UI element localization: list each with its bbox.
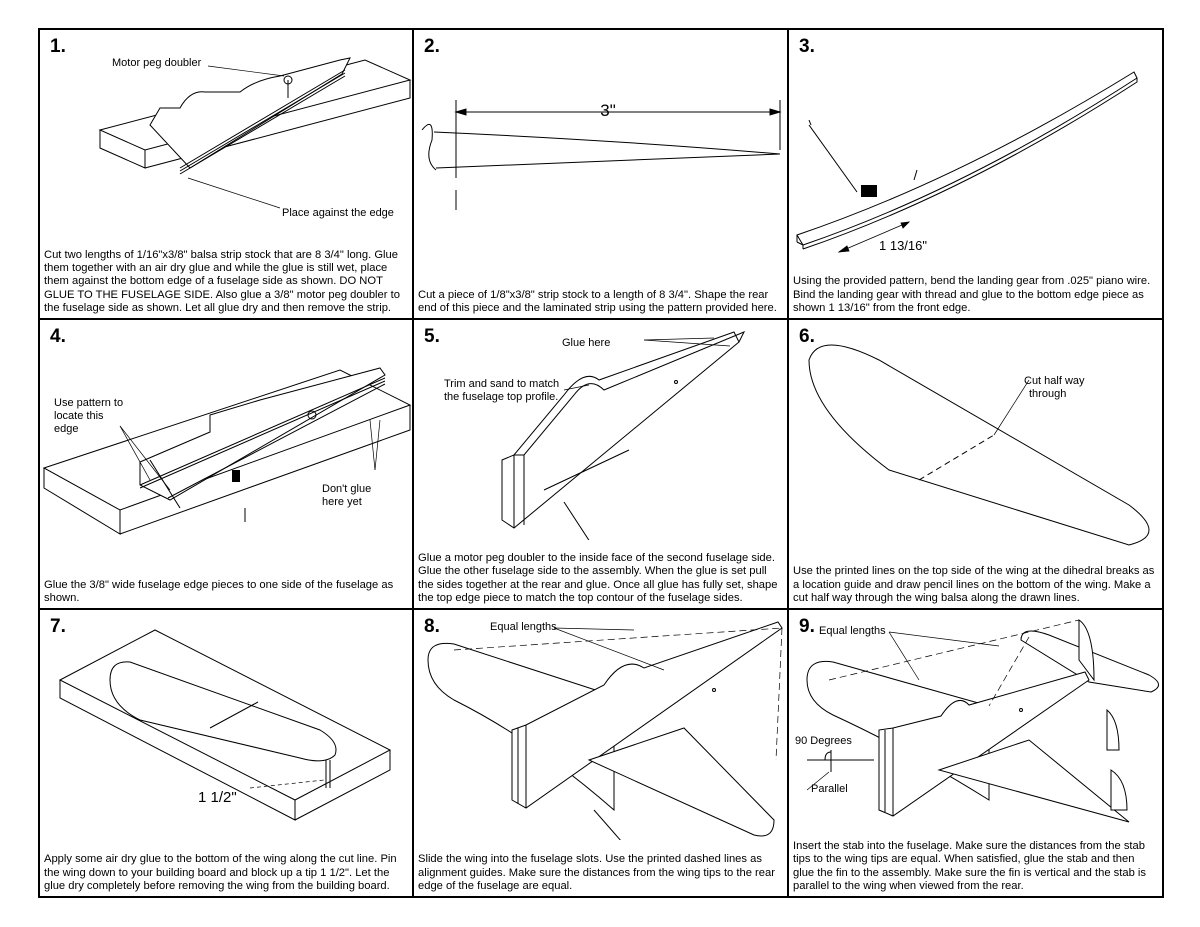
step-number: 3. [799,36,815,57]
step-number: 6. [799,326,815,347]
step-1-figure: Motor peg doubler Place against the edge [40,57,414,219]
step-7-caption: Apply some air dry glue to the bottom of… [44,853,397,892]
label-90-degrees: 90 Degrees [795,735,852,747]
step-8-panel: 8. Equal lengths Slide the wing into the… [412,608,789,898]
step-2-caption: Cut a piece of 1/8"x3/8" strip stock to … [418,288,777,314]
step-8-figure: Equal lengths [414,621,789,840]
step-7-panel: 7. 1 1/2" Apply some air dry glue to the… [38,608,414,898]
step-5-figure: Glue here Trim and sand to match the fus… [444,320,789,540]
label-equal-lengths: Equal lengths [819,625,886,637]
step-2-panel: 2. 3" Cut a piece of 1/8"x3/8" strip sto… [412,28,789,320]
label-through: through [1029,388,1066,400]
step-6-figure: Cut half way through [789,320,1164,550]
step-1-caption: Cut two lengths of 1/16"x3/8" balsa stri… [44,248,400,314]
step-3-caption: Using the provided pattern, bend the lan… [793,275,1151,314]
step-8-caption: Slide the wing into the fuselage slots. … [418,853,775,892]
step-9-figure: Equal lengths 90 Degrees Parallel [795,610,1164,840]
step-6-caption: Use the printed lines on the top side of… [793,565,1155,604]
step-2-figure: 3" [414,30,789,250]
step-4-panel: 4. Use pattern to loca [38,318,414,610]
label-glue-here: Glue here [562,337,610,349]
step-number: 2. [424,36,440,57]
step-number: 8. [424,616,440,637]
step-number: 9. [799,616,815,637]
step-1-panel: 1. Motor peg doubler Place against the e… [38,28,414,320]
step-3-figure: 1 13/16" [789,30,1164,253]
label-trim-sand: Trim and sand to match [444,378,559,390]
dimension-3in: 3" [600,101,616,120]
label-edge: edge [54,423,78,435]
label-parallel: Parallel [811,783,848,795]
step-number: 4. [50,326,66,347]
step-5-caption: Glue a motor peg doubler to the inside f… [418,552,778,604]
step-6-panel: 6. Cut half way through Use the printed … [787,318,1164,610]
dimension-1-13-16: 1 13/16" [879,238,927,253]
label-top-profile: the fuselage top profile. [444,391,558,403]
label-place-against-edge: Place against the edge [282,207,394,219]
label-use-pattern: Use pattern to [54,397,123,409]
label-locate-this: locate this [54,410,104,422]
step-number: 5. [424,326,440,347]
dimension-1-1-2: 1 1/2" [198,789,237,806]
step-5-panel: 5. Glue here Trim and sand to match the … [412,318,789,610]
instruction-sheet: 1. Motor peg doubler Place against the e… [38,28,1164,898]
step-number: 1. [50,36,66,57]
label-motor-peg-doubler: Motor peg doubler [112,57,202,69]
step-9-caption: Insert the stab into the fuselage. Make … [793,840,1147,892]
step-4-caption: Glue the 3/8" wide fuselage edge pieces … [44,578,394,604]
step-9-panel: 9. [787,608,1164,898]
step-7-figure: 1 1/2" [40,610,414,840]
step-4-figure: Use pattern to locate this edge Don't gl… [40,320,414,570]
label-dont-glue: Don't glue [322,483,371,495]
label-cut-half-way: Cut half way [1024,375,1085,387]
label-here-yet: here yet [322,496,362,508]
label-equal-lengths: Equal lengths [490,621,557,633]
step-3-panel: 3. 1 13/16" Using the provided pattern, … [787,28,1164,320]
step-number: 7. [50,616,66,637]
